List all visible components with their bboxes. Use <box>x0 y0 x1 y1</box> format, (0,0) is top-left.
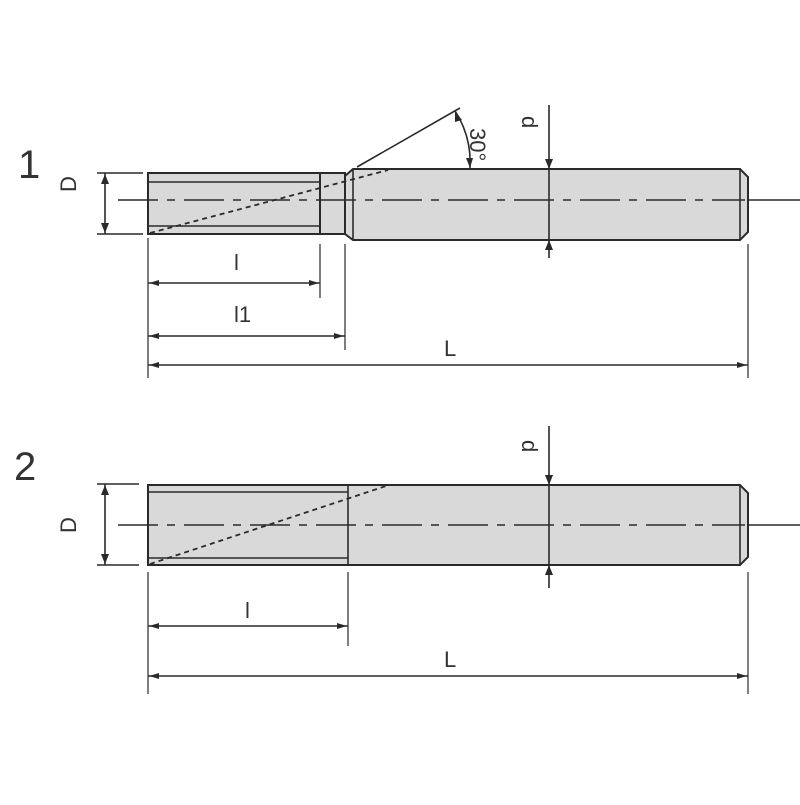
helix-line <box>149 485 387 565</box>
overall-length-label: L <box>444 647 456 672</box>
variant-2-number: 2 <box>14 445 36 489</box>
helix-angle-label: 30° <box>465 128 490 161</box>
overall-length-label: L <box>444 336 456 361</box>
cutting-length-label: l <box>245 598 250 623</box>
cutting-section <box>147 172 321 235</box>
neck-length-label: l1 <box>234 302 251 327</box>
shank-section <box>344 168 749 241</box>
cutting-length-label: l <box>234 250 239 275</box>
variant-1-number: 1 <box>18 143 40 187</box>
neck-section <box>319 172 346 235</box>
variant-1-drawing: 1 30° d D <box>18 105 800 378</box>
variant-2-drawing: 2 d D l L <box>14 426 800 694</box>
shank-diameter-label: d <box>517 116 542 128</box>
diameter-label: D <box>56 176 81 192</box>
shank-diameter-label: d <box>517 440 542 452</box>
diameter-label: D <box>56 517 81 533</box>
